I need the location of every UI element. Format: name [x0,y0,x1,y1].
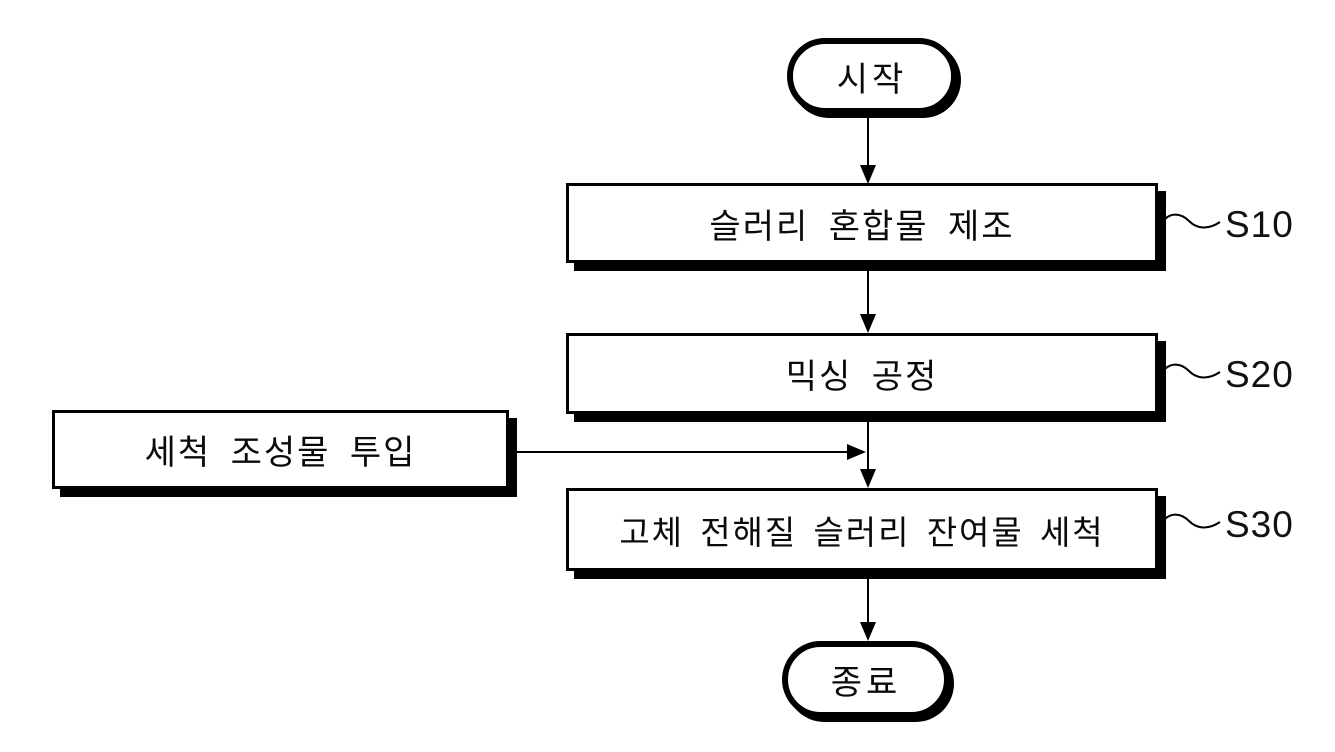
squiggle-s30 [1160,513,1221,529]
arrow-down-start-to-s10 [860,116,876,184]
process-box-s10-label: 슬러리 혼합물 제조 [709,207,1015,246]
arrow-right-input-to-flow [510,444,866,460]
step-label-s20: S20 [1225,354,1294,395]
step-label-s30: S30 [1225,504,1294,545]
process-box-s20: 믹싱 공정 [566,333,1158,414]
side-input-box-label: 세척 조성물 투입 [144,434,417,472]
process-box-s20-label: 믹싱 공정 [785,358,939,396]
side-input-box: 세척 조성물 투입 [52,410,509,489]
arrow-down-s10-to-s20 [860,268,876,333]
process-box-s30: 고체 전해질 슬러리 잔여물 세척 [566,488,1158,571]
arrow-down-s30-to-end [860,576,876,641]
end-terminal: 종료 [782,641,950,718]
process-box-s30-label: 고체 전해질 슬러리 잔여물 세척 [619,513,1105,551]
process-box-s10: 슬러리 혼합물 제조 [566,183,1158,263]
arrow-down-s20-to-s30 [860,419,876,488]
start-terminal: 시작 [787,38,957,114]
start-terminal-label: 시작 [836,60,908,99]
squiggle-s10 [1160,213,1221,229]
step-label-s10: S10 [1225,204,1294,245]
end-terminal-label: 종료 [830,664,902,702]
squiggle-s20 [1160,363,1221,379]
